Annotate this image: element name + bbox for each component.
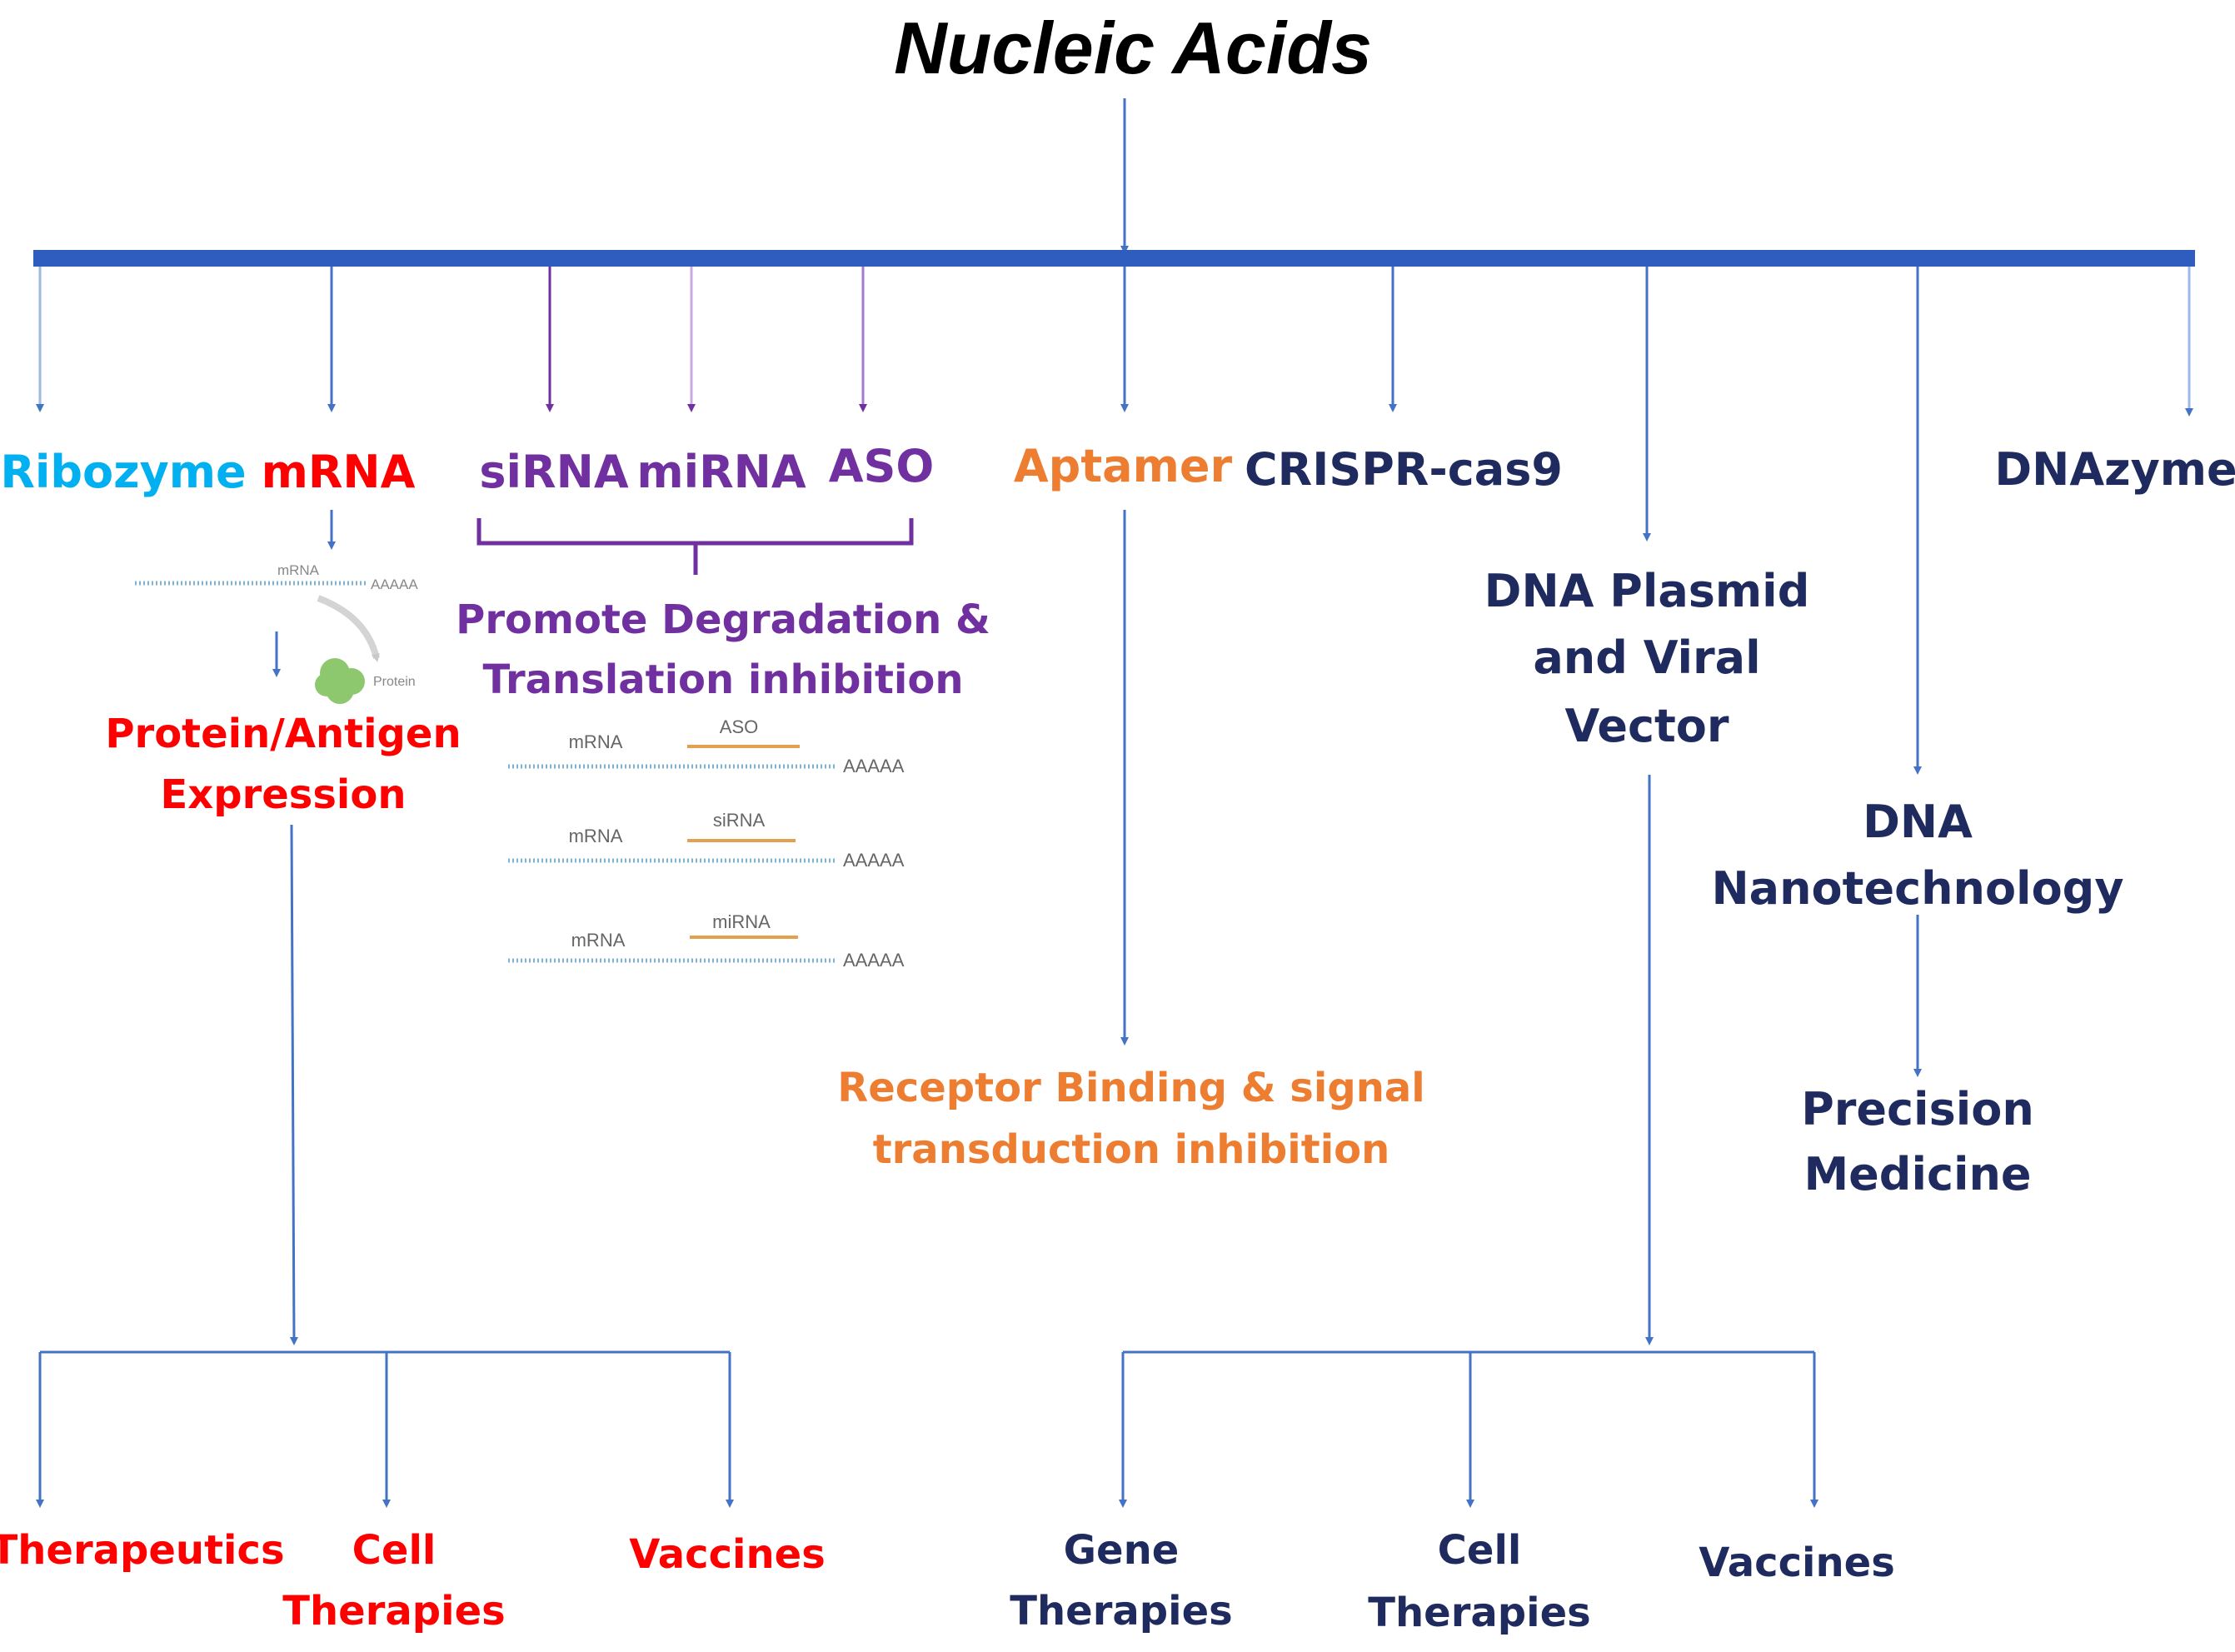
aptamer-outcome-line-1: Receptor Binding & signal	[837, 1065, 1424, 1111]
row-tail-label: AAAAA	[843, 850, 905, 871]
protein-blob	[315, 658, 365, 704]
plasmid-leaf-connectors	[1119, 1350, 1818, 1508]
row-guide-label: siRNA	[713, 810, 766, 831]
mini-strand-label: mRNA	[277, 562, 320, 578]
leaf-mrna-cell-therapies-line-2: Therapies	[282, 1588, 505, 1635]
silencing-row-sirna: mRNA siRNA AAAAA	[508, 810, 905, 871]
leaf-mrna-vaccines: Vaccines	[629, 1531, 826, 1578]
mini-protein-label: Protein	[373, 675, 416, 689]
leaf-therapeutics: Therapeutics	[0, 1527, 285, 1574]
precision-medicine-line-1: Precision	[1801, 1083, 2034, 1135]
leaf-plasmid-cell-therapies-line-2: Therapies	[1368, 1590, 1590, 1636]
precision-medicine-line-2: Medicine	[1803, 1148, 2031, 1200]
plasmid-line-2: and Viral	[1533, 631, 1760, 684]
label-dnazyme: DNAzyme	[1994, 443, 2235, 496]
mrna-illustration: mRNA AAAAA Protein	[135, 510, 418, 704]
plasmid-line-1: DNA Plasmid	[1484, 565, 1810, 617]
label-crispr: CRISPR-cas9	[1245, 443, 1563, 496]
branch-connectors	[36, 267, 2193, 775]
leaf-plasmid-vaccines: Vaccines	[1699, 1540, 1895, 1586]
row-guide-label: miRNA	[712, 911, 771, 932]
mrna-outcome-line-1: Protein/Antigen	[105, 711, 461, 757]
row-strand-label: mRNA	[569, 826, 623, 846]
silencing-bracket	[476, 518, 914, 575]
mrna-outcome-line-2: Expression	[160, 771, 406, 818]
row-tail-label: AAAAA	[843, 950, 905, 971]
silencing-row-mirna: mRNA miRNA AAAAA	[508, 911, 905, 971]
label-sirna: siRNA	[479, 446, 628, 498]
label-ribozyme: Ribozyme	[0, 446, 246, 498]
nanotech-line-1: DNA	[1863, 796, 1973, 848]
row-tail-label: AAAAA	[843, 756, 905, 776]
label-mrna: mRNA	[262, 446, 416, 498]
aptamer-outcome-line-2: transduction inhibition	[873, 1126, 1390, 1173]
plasmid-line-3: Vector	[1564, 700, 1729, 752]
leaf-plasmid-cell-therapies-line-1: Cell	[1438, 1527, 1522, 1574]
mrna-outcome-connector	[289, 824, 298, 1345]
leaf-gene-therapies-line-2: Therapies	[1010, 1588, 1232, 1635]
mini-tail-label: AAAAA	[371, 576, 418, 592]
row-strand-label: mRNA	[571, 930, 626, 951]
silencing-row-aso: mRNA ASO AAAAA	[508, 716, 905, 776]
silencing-outcome-line-1: Promote Degradation &	[456, 596, 990, 643]
row-guide-label: ASO	[720, 716, 758, 737]
nanotech-line-2: Nanotechnology	[1711, 862, 2123, 915]
label-aso: ASO	[829, 440, 935, 492]
mrna-leaf-connectors	[36, 1350, 734, 1508]
row-strand-label: mRNA	[569, 731, 623, 752]
silencing-diagrams: mRNA ASO AAAAA mRNA siRNA AAAAA mRNA miR…	[508, 716, 905, 971]
main-branch-bar	[33, 250, 2195, 267]
protein-blob-part	[315, 673, 338, 696]
diagram-title: Nucleic Acids	[894, 7, 1372, 89]
mini-curve-arrow	[317, 595, 380, 662]
label-aptamer: Aptamer	[1014, 440, 1233, 492]
leaf-gene-therapies-line-1: Gene	[1064, 1527, 1180, 1574]
silencing-outcome-line-2: Translation inhibition	[483, 656, 964, 703]
label-mirna: miRNA	[636, 446, 806, 498]
leaf-mrna-cell-therapies-line-1: Cell	[352, 1527, 437, 1574]
